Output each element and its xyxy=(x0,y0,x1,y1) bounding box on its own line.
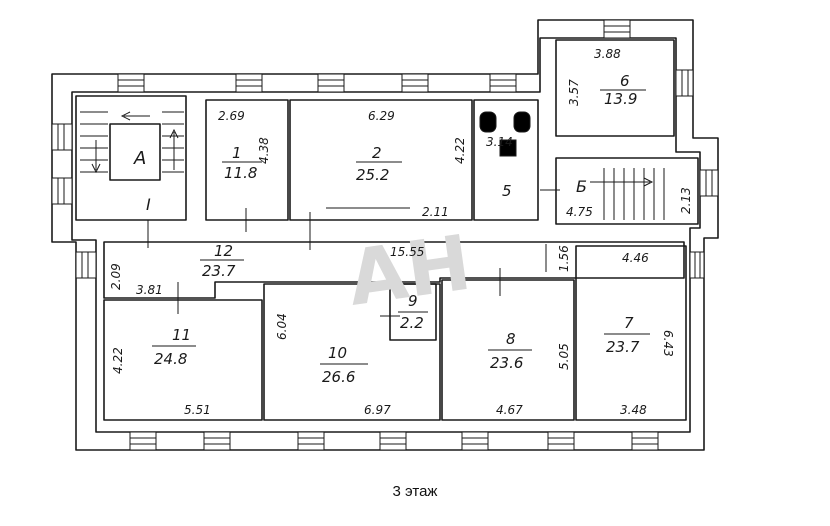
room-number-1: 1 xyxy=(232,144,242,162)
room-5 xyxy=(473,99,539,221)
stair-label-a: А xyxy=(133,148,146,169)
dim-15-55: 15.55 xyxy=(390,245,424,259)
room-area-1: 11.8 xyxy=(224,164,257,182)
dim-4-22-left: 4.22 xyxy=(111,347,125,374)
room-1 xyxy=(205,99,289,221)
room-11 xyxy=(103,299,263,421)
room-area-9: 2.2 xyxy=(400,314,424,332)
outer-wall xyxy=(51,19,719,451)
room-area-11: 24.8 xyxy=(154,350,187,368)
room-2 xyxy=(289,99,473,221)
inner-wall xyxy=(71,37,701,433)
room-12 xyxy=(103,241,685,299)
room-8 xyxy=(441,279,575,421)
dim-6-29: 6.29 xyxy=(368,109,395,123)
room-number-6: 6 xyxy=(620,72,630,90)
room-number-9: 9 xyxy=(408,292,418,310)
room-number-2: 2 xyxy=(372,144,382,162)
floor-label: 3 этаж xyxy=(392,483,438,500)
room-number-7: 7 xyxy=(624,314,634,332)
stair-b xyxy=(555,157,699,225)
room-area-8: 23.6 xyxy=(490,354,523,372)
dim-6-43: 6.43 xyxy=(661,330,675,357)
dim-4-67: 4.67 xyxy=(496,403,523,417)
room-number-8: 8 xyxy=(506,330,516,348)
room-7 xyxy=(575,245,687,421)
dim-2-13: 2.13 xyxy=(679,187,693,214)
room-number-5: 5 xyxy=(502,182,512,200)
stair-label-b: Б xyxy=(576,177,587,196)
dim-6-04: 6.04 xyxy=(275,313,289,340)
dim-4-22-top: 4.22 xyxy=(453,137,467,164)
stair-a xyxy=(75,95,187,221)
floor-plan: АН А Б I 1 11.8 2 25.2 5 6 13.9 7 23.7 8… xyxy=(51,19,719,451)
room-6 xyxy=(555,39,675,137)
dim-1-56: 1.56 xyxy=(557,245,571,272)
dim-4-46: 4.46 xyxy=(622,251,649,265)
dim-3-48: 3.48 xyxy=(620,403,647,417)
room-area-7: 23.7 xyxy=(606,338,640,356)
dim-5-05: 5.05 xyxy=(557,343,571,370)
room-area-10: 26.6 xyxy=(322,368,355,386)
dim-2-69: 2.69 xyxy=(218,109,245,123)
dim-5-51: 5.51 xyxy=(184,403,211,417)
dim-2-09: 2.09 xyxy=(109,263,123,290)
dim-3-57: 3.57 xyxy=(567,79,581,106)
watermark: АН xyxy=(343,218,477,323)
dim-3-88: 3.88 xyxy=(594,47,621,61)
dim-3-81: 3.81 xyxy=(136,283,163,297)
room-area-6: 13.9 xyxy=(604,90,637,108)
room-area-12: 23.7 xyxy=(202,262,236,280)
room-10 xyxy=(263,283,441,421)
room-number-12: 12 xyxy=(214,242,233,260)
dim-6-97: 6.97 xyxy=(364,403,391,417)
dim-4-38: 4.38 xyxy=(257,137,271,164)
dim-4-75: 4.75 xyxy=(566,205,593,219)
room-number-11: 11 xyxy=(172,326,191,344)
room-area-2: 25.2 xyxy=(356,166,389,184)
dim-3-14: 3.14 xyxy=(486,135,513,149)
room-number-10: 10 xyxy=(328,344,347,362)
stair-label-i: I xyxy=(146,195,151,214)
dim-2-11: 2.11 xyxy=(422,205,449,219)
room-9 xyxy=(389,283,437,341)
